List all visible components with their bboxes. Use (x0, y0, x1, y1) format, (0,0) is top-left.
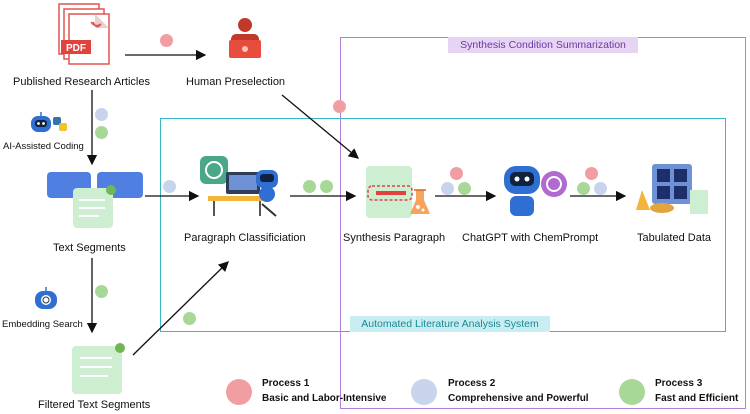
pdf-badge-text: PDF (66, 43, 86, 54)
chatgpt-robot-icon (504, 166, 567, 216)
process1-dot (585, 167, 598, 180)
legend-process2-dot (411, 379, 437, 405)
python-icon (53, 117, 67, 131)
legend-process2-desc: Comprehensive and Powerful (448, 393, 589, 404)
process3-dot (458, 182, 471, 195)
robot-coding-icon (31, 112, 51, 132)
process2-dot (95, 108, 108, 121)
synthesis-paragraph-icon (366, 166, 430, 218)
legend-process1-title: Process 1 (262, 378, 310, 389)
process1-dot (333, 100, 346, 113)
ai-coding-label: AI-Assisted Coding (3, 141, 84, 152)
human-preselection-label: Human Preselection (186, 76, 286, 88)
paragraph-classification-icon (200, 156, 278, 217)
chatgpt-chemprompt-label: ChatGPT with ChemPrompt (462, 232, 599, 244)
synthesis-summarization-title: Synthesis Condition Summarization (448, 37, 638, 53)
process2-dot (441, 182, 454, 195)
published-articles-label: Published Research Articles (13, 76, 150, 88)
process1-dot (450, 167, 463, 180)
legend-process3-desc: Fast and Efficient (655, 393, 739, 404)
process3-dot (183, 312, 196, 325)
paragraph-classification-label: Paragraph Classificiation (184, 232, 306, 244)
tabulated-data-icon (636, 164, 708, 214)
legend-process3-title: Process 3 (655, 378, 703, 389)
robot-search-icon (35, 287, 57, 309)
synthesis-paragraph-label: Synthesis Paragraph (343, 232, 446, 244)
text-segments-label: Text Segments (53, 242, 126, 254)
legend-process1-dot (226, 379, 252, 405)
filtered-segments-label: Filtered Text Segments (38, 399, 151, 411)
process3-dot (577, 182, 590, 195)
process3-dot (95, 285, 108, 298)
tabulated-data-label: Tabulated Data (637, 232, 711, 244)
process3-dot (95, 126, 108, 139)
legend-process1-desc: Basic and Labor-Intensive (262, 393, 387, 404)
process3-dot (320, 180, 333, 193)
process2-dot (163, 180, 176, 193)
process1-dot (160, 34, 173, 47)
pdf-documents-icon: PDF (58, 3, 110, 65)
legend-process2-title: Process 2 (448, 378, 496, 389)
filtered-segments-icon (72, 343, 125, 394)
human-preselection-icon (229, 18, 261, 58)
embedding-search-label: Embedding Search (2, 319, 83, 330)
automated-analysis-title: Automated Literature Analysis System (350, 316, 550, 332)
text-segments-icon (47, 172, 143, 228)
process2-dot (594, 182, 607, 195)
legend-process3-dot (619, 379, 645, 405)
process3-dot (303, 180, 316, 193)
